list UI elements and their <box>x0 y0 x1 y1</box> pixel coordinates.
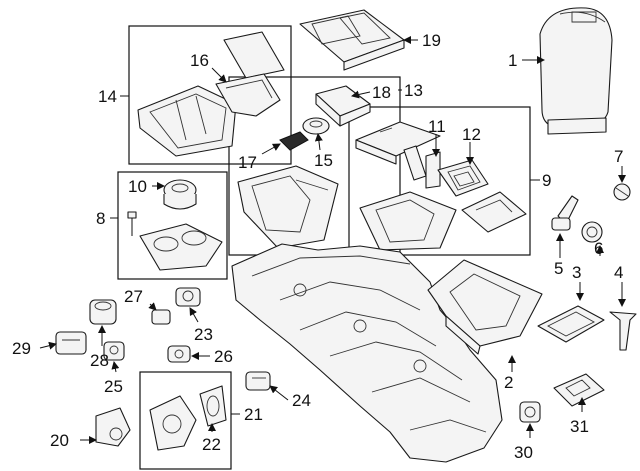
part-29-socket <box>55 331 87 355</box>
callout-16: 16 <box>190 51 209 70</box>
part-20-motor <box>95 407 131 447</box>
callout-9: 9 <box>542 171 551 190</box>
callout-29: 29 <box>12 339 31 358</box>
part-11-bracket <box>403 145 441 189</box>
part-16-bin-lid <box>215 31 285 117</box>
callout-31: 31 <box>570 417 589 436</box>
part-5-plug <box>551 195 579 231</box>
callout-4: 4 <box>614 263 623 282</box>
part-17-pad <box>279 131 309 151</box>
part-26-button <box>167 345 191 363</box>
part-27-connector <box>151 309 171 325</box>
part-12-mat <box>437 159 489 197</box>
group-box-9 <box>348 106 531 256</box>
part-25-knob <box>103 341 125 361</box>
callout-24: 24 <box>292 391 311 410</box>
part-6-knob <box>581 221 603 243</box>
part-23-switch <box>175 287 201 307</box>
callout-10: 10 <box>128 177 147 196</box>
callout-5: 5 <box>554 259 563 278</box>
callout-30: 30 <box>514 443 533 462</box>
callout-1: 1 <box>508 51 517 70</box>
callout-25: 25 <box>104 377 123 396</box>
part-30-socket <box>519 401 541 423</box>
part-1-armrest-lid <box>539 7 613 135</box>
callout-13: 13 <box>404 81 423 100</box>
callout-11: 11 <box>428 117 446 136</box>
part-8-screw <box>127 211 137 236</box>
callout-14: 14 <box>98 87 117 106</box>
group-box-21 <box>139 371 232 470</box>
part-9-lid <box>355 121 441 165</box>
leader-lines <box>39 36 626 444</box>
callout-7: 7 <box>614 147 623 166</box>
group-box-14 <box>128 25 292 165</box>
callout-12: 12 <box>462 125 481 144</box>
callout-20: 20 <box>50 431 69 450</box>
part-9-storage-bin <box>359 191 457 251</box>
part-18-insert-tray <box>315 85 371 127</box>
part-4-clip <box>609 311 637 351</box>
callout-19: 19 <box>422 31 441 50</box>
callout-8: 8 <box>96 209 105 228</box>
part-15-grommet <box>302 117 330 135</box>
part-31-plate <box>553 373 605 407</box>
callout-26: 26 <box>214 347 233 366</box>
callout-2: 2 <box>504 373 513 392</box>
callout-23: 23 <box>194 325 213 344</box>
part-14-storage-bin <box>137 85 237 157</box>
callout-22: 22 <box>202 435 221 454</box>
part-3-tray <box>537 305 605 343</box>
callout-17: 17 <box>238 153 257 172</box>
part-19-console-tray <box>299 9 405 71</box>
part-10-cup-ring <box>163 179 197 210</box>
callout-3: 3 <box>572 263 581 282</box>
callout-28: 28 <box>90 351 109 370</box>
part-8-cupholder <box>139 223 223 271</box>
part-28-switch <box>89 299 117 325</box>
group-box-8 <box>117 171 228 280</box>
callout-labels: 1 2 3 4 5 6 7 8 9 10 11 12 13 14 15 16 1… <box>12 31 623 462</box>
callout-18: 18 <box>372 83 391 102</box>
part-22-bezel <box>199 385 227 427</box>
callout-6: 6 <box>594 239 603 258</box>
part-13-cupholder-bin <box>237 165 339 249</box>
part-21-switch-assy <box>149 395 197 451</box>
part-7-cap <box>613 183 631 201</box>
part-2-armrest-bin <box>427 259 543 355</box>
part-9-panel <box>461 191 527 233</box>
callout-21: 21 <box>244 405 263 424</box>
callout-15: 15 <box>314 151 333 170</box>
part-24-switch <box>245 371 271 391</box>
callout-27: 27 <box>124 287 143 306</box>
